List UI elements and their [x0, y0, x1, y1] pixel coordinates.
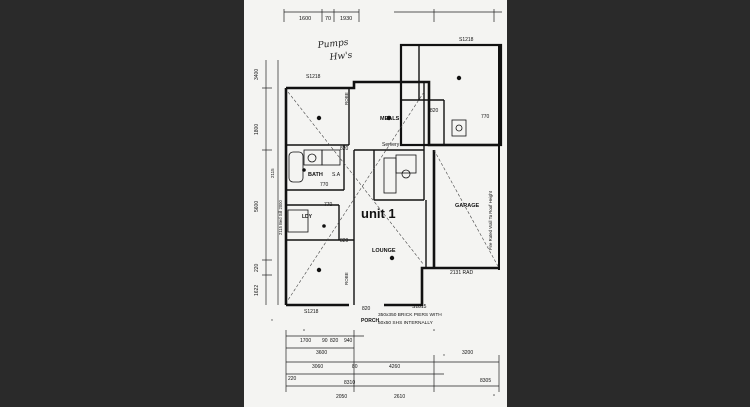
- dim-left-2: 1800: [254, 124, 260, 135]
- dim-top-3: 1930: [340, 16, 352, 22]
- porch-note-1: 350x350 BRICK PIERS WITH: [378, 312, 442, 318]
- room-servery: Servery: [382, 142, 400, 148]
- porch-note-2: 50x50 SHS INTERNALLY: [378, 320, 434, 326]
- dim-bottom-1b: 90: [322, 338, 328, 344]
- door-code-7: 770: [481, 114, 490, 120]
- dim-bottom-1c: 820: [330, 338, 339, 344]
- fire-wall-note: Fire Rated Wall To Roof Height: [488, 190, 493, 250]
- door-code-4: 820: [340, 238, 349, 244]
- door-code-3: 820: [340, 146, 349, 152]
- dim-left-5: 220: [254, 263, 260, 272]
- door-code-9: 770: [324, 202, 333, 208]
- dim-bottom-3c: 4260: [389, 364, 400, 370]
- bottom-dimensions: [285, 330, 500, 392]
- side-code: 2131 RAD: [450, 270, 473, 276]
- dim-bottom-1a: 1700: [300, 338, 311, 344]
- dim-left-6: 1622: [254, 285, 260, 296]
- dim-left-3: 2115: [270, 168, 275, 178]
- door-code-2: S1815: [412, 304, 427, 310]
- floor-plan-drawing: 1600 70 1930 Pumps Hw's 3400 1800 2115 5…: [254, 9, 503, 400]
- dim-bottom-3a: 3060: [312, 364, 323, 370]
- door-code-10: S1218: [304, 309, 319, 315]
- handwritten-note-2: Hw's: [328, 51, 353, 63]
- room-ldy: LDY: [302, 214, 313, 220]
- light-symbols: [302, 75, 462, 273]
- fixtures: [287, 119, 467, 233]
- room-lounge: LOUNGE: [372, 248, 396, 254]
- handwritten-note-1: Pumps: [316, 38, 349, 51]
- dim-bottom-3d: 3200: [462, 350, 473, 356]
- door-code-8: 820: [362, 306, 371, 312]
- dim-top-1: 1600: [299, 16, 311, 22]
- dim-bottom-5a: 2050: [336, 394, 347, 400]
- dim-bottom-1d: 940: [344, 338, 353, 344]
- neighbour-code: S1218: [459, 37, 474, 43]
- dim-bottom-4b: 8310: [344, 380, 355, 386]
- room-meals: MEALS: [380, 116, 400, 122]
- scan-noise: [271, 319, 495, 396]
- roof-diagonals: [287, 91, 500, 301]
- robe-label-1: ROBE: [344, 92, 349, 105]
- room-porch: PORCH: [361, 318, 379, 324]
- dim-left-4: 5600: [254, 201, 260, 212]
- unit-interior-walls: [286, 82, 427, 305]
- top-dimensions: [283, 9, 502, 22]
- room-garage: GARAGE: [455, 203, 479, 209]
- door-code-1: S1218: [306, 74, 321, 80]
- room-sa: S.A: [332, 172, 341, 178]
- dim-bottom-5b: 2610: [394, 394, 405, 400]
- dim-top-2: 70: [325, 16, 331, 22]
- dim-bottom-2: 3600: [316, 350, 327, 356]
- left-dimensions: [262, 60, 279, 305]
- room-bath: BATH: [308, 172, 323, 178]
- unit-title: unit 1: [361, 206, 396, 221]
- floor-plan-sheet: 1600 70 1930 Pumps Hw's 3400 1800 2115 5…: [244, 0, 507, 407]
- dim-bottom-4a: 220: [288, 376, 297, 382]
- dim-bottom-5c: 8305: [480, 378, 491, 384]
- unit-outer-walls: [284, 80, 499, 307]
- door-code-6: 770: [320, 182, 329, 188]
- left-code: 2115 Bed Sill 2000: [278, 199, 283, 235]
- dim-left-1: 3400: [254, 69, 260, 80]
- dim-bottom-3b: 80: [352, 364, 358, 370]
- door-code-5: 820: [430, 108, 439, 114]
- robe-label-2: ROBE: [344, 272, 349, 285]
